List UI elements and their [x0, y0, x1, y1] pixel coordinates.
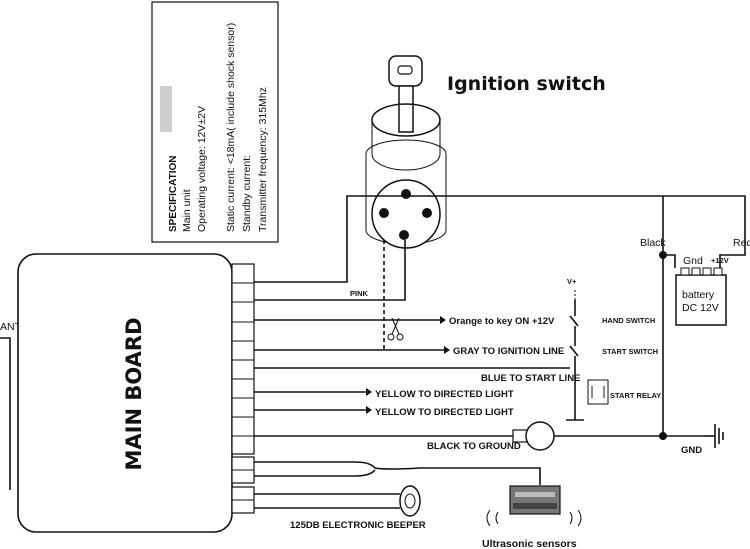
antenna-label: ANT — [0, 321, 22, 333]
vplus-label: V+ — [567, 277, 577, 286]
battery-black-label: Black — [640, 237, 666, 249]
gray-wire-label: GRAY TO IGNITION LINE — [453, 346, 564, 357]
specification-panel: SPECIFICATION Main unit Operating voltag… — [151, 1, 279, 243]
ground-symbol: GND — [681, 424, 724, 456]
black-wire-label: BLACK TO GROUND — [427, 441, 521, 452]
blue-wire-label: BLUE TO START LINE — [481, 373, 580, 384]
spec-heading: SPECIFICATION — [168, 156, 179, 232]
pink-wire-label: PINK — [350, 289, 369, 298]
spec-line-3: Static current: <18mA( include shock sen… — [225, 23, 237, 232]
start-relay-label: START RELAY — [610, 391, 661, 400]
hand-switch-label: HAND SWITCH — [602, 316, 655, 325]
battery-label-2: DC 12V — [682, 302, 719, 314]
battery-label-1: battery — [682, 289, 715, 301]
yellow-wire-1-label: YELLOW TO DIRECTED LIGHT — [375, 389, 514, 400]
battery-plus-label: +12V — [711, 256, 729, 265]
battery: Black Red Gnd +12V battery DC 12V — [640, 196, 750, 440]
sensors-label: Ultrasonic sensors — [482, 538, 577, 549]
ground-label: GND — [681, 445, 702, 456]
wires: PINK Orange to key ON +12V GRAY TO IGNIT… — [254, 195, 746, 531]
main-board-label: MAIN BOARD — [122, 318, 146, 471]
ignition-title: Ignition switch — [447, 73, 606, 95]
yellow-wire-2-label: YELLOW TO DIRECTED LIGHT — [375, 407, 514, 418]
start-switch-label: START SWITCH — [602, 347, 658, 356]
main-board: MAIN BOARD — [17, 253, 255, 533]
spec-line-1: Main unit — [181, 189, 193, 232]
ignition-switch: Ignition switch — [365, 55, 606, 249]
spec-line-4: Standby current: — [241, 155, 253, 232]
orange-wire-label: Orange to key ON +12V — [449, 316, 555, 327]
switch-panel: V+ HAND SWITCH START SWITCH START RELAY — [566, 277, 661, 421]
beeper-icon — [399, 485, 421, 517]
beeper-label: 125DB ELECTRONIC BEEPER — [290, 520, 426, 531]
ultrasonic-sensor-icon: Ultrasonic sensors — [482, 485, 582, 549]
spec-line-5: Transmitter frequency: 315Mhz — [257, 87, 269, 232]
battery-red-label: Red — [733, 237, 750, 249]
battery-gnd-label: Gnd — [683, 255, 703, 267]
spec-line-2: Operating voltage: 12V±2V — [196, 106, 208, 232]
